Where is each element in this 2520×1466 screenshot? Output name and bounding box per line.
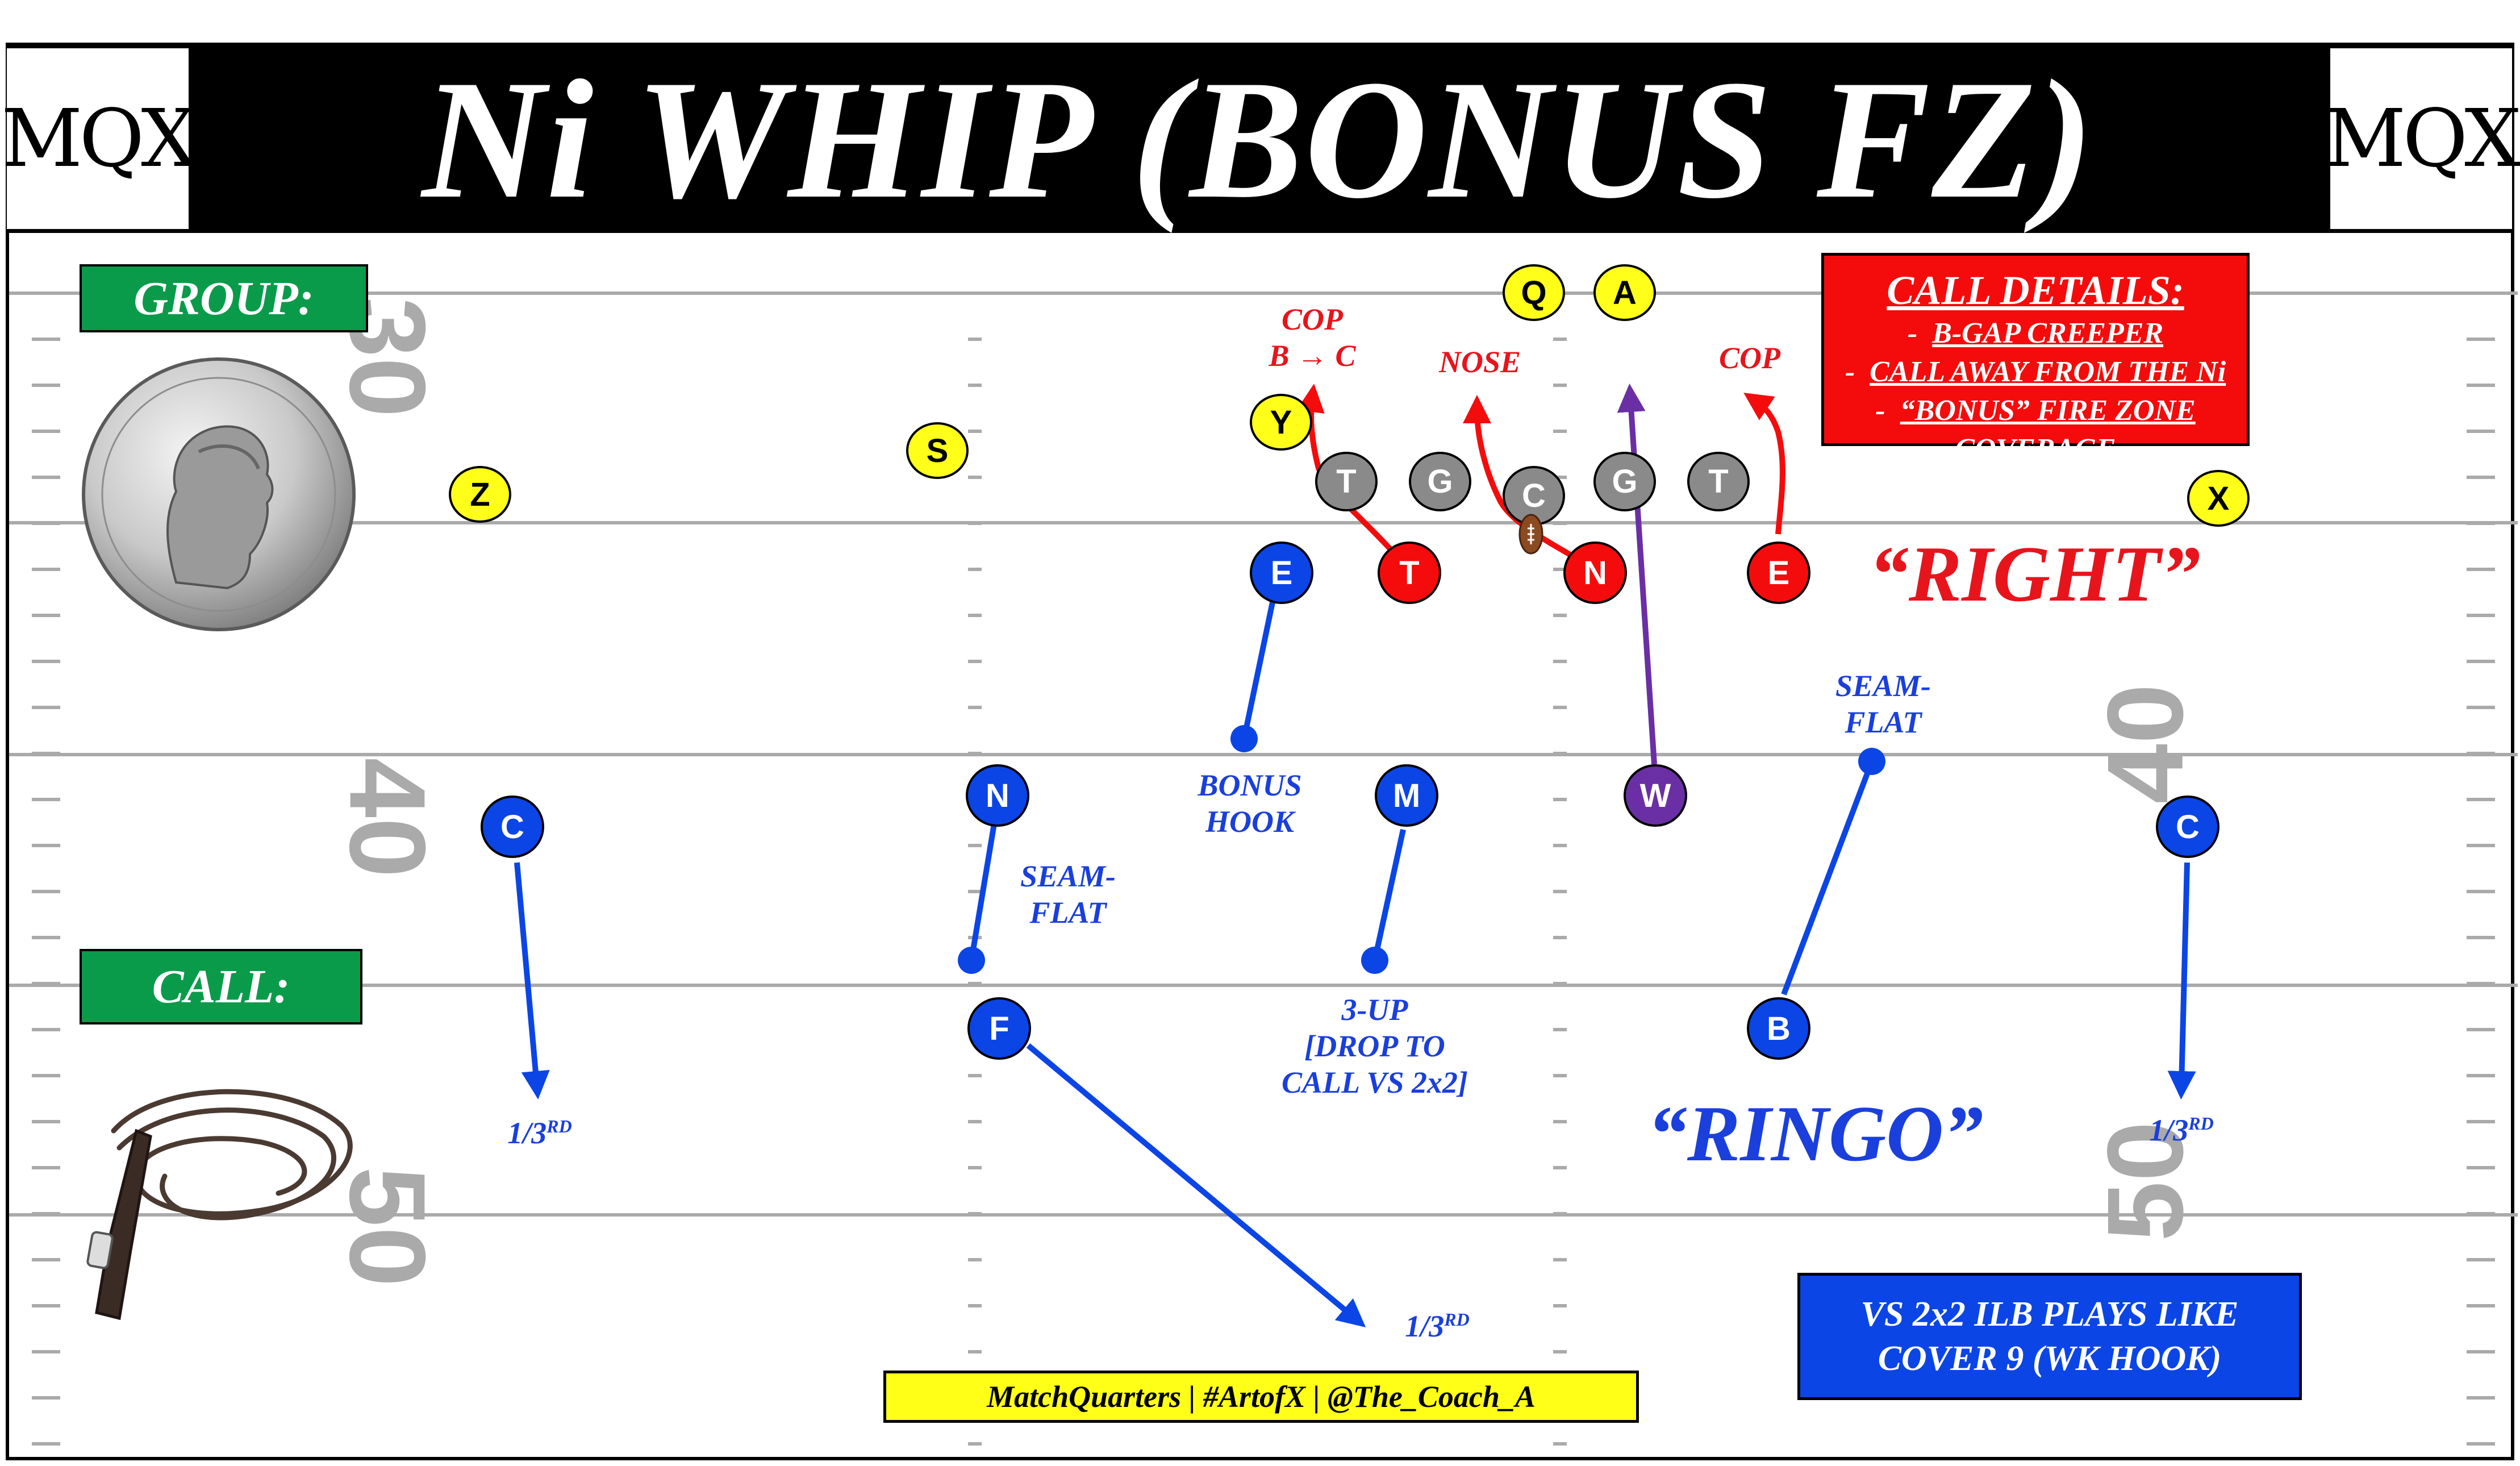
- bonus-hook-assignment: BONUS HOOK: [1176, 767, 1324, 840]
- call-detail-text: “BONUS” FIRE ZONE COVERAGE: [1900, 394, 2196, 465]
- third-suffix: RD: [1444, 1309, 1470, 1330]
- mq-logo-left: MQX: [1, 48, 198, 229]
- end-assignment: COP: [1719, 341, 1780, 375]
- whip-icon: [86, 1089, 353, 1321]
- nickel-assignment-line2: FLAT: [1029, 896, 1107, 930]
- offense-s: S: [906, 422, 969, 479]
- offense-z: Z: [449, 466, 511, 523]
- call-detail-text: B-GAP CREEPER: [1932, 317, 2164, 349]
- corner-left-assignment: 1/3RD: [489, 1108, 591, 1151]
- defense-end-right: E: [1747, 542, 1810, 604]
- mq-logo-right: MQX: [2325, 48, 2520, 229]
- bonus-hook-line2: HOOK: [1205, 805, 1294, 839]
- logo-text-left: MQX: [1, 92, 198, 185]
- defense-tackle: T: [1378, 542, 1441, 604]
- bonus-hook-line1: BONUS: [1198, 768, 1302, 802]
- mike-assignment-line3: CALL VS 2x2]: [1281, 1065, 1468, 1100]
- tackle-assignment-line2: B → C: [1269, 339, 1356, 373]
- free-safety-drop-path: [1026, 1043, 1366, 1328]
- defense-will: W: [1624, 764, 1687, 827]
- mike-assignment-line2: [DROP TO: [1304, 1029, 1445, 1063]
- mike-drop-point: [1361, 947, 1388, 974]
- third-text: 1/3: [507, 1116, 547, 1150]
- coverage-call-label: “RINGO”: [1647, 1090, 1984, 1178]
- call-detail-text: CALL AWAY FROM THE Ni: [1870, 356, 2226, 388]
- nose-assignment: NOSE: [1438, 345, 1521, 379]
- coverage-note-box: VS 2x2 ILB PLAYS LIKE COVER 9 (WK HOOK): [1797, 1273, 2302, 1400]
- defense-nose: N: [1563, 542, 1627, 604]
- call-label: CALL:: [80, 949, 362, 1024]
- mike-assignment: 3-UP [DROP TO CALL VS 2x2]: [1250, 992, 1500, 1101]
- call-details-heading: CALL DETAILS:: [1887, 268, 2184, 313]
- end-drop-point: [1230, 725, 1258, 752]
- nickel-drop-path: [969, 823, 997, 961]
- football-icon: [1518, 514, 1543, 555]
- bullet-dash: -: [1845, 356, 1855, 388]
- corner-right-drop-path: [2167, 862, 2196, 1100]
- buck-assignment-line1: SEAM-: [1835, 669, 1931, 703]
- call-detail-item: - “BONUS” FIRE ZONE COVERAGE: [1824, 392, 2247, 469]
- defense-free-safety: F: [967, 997, 1031, 1060]
- defense-corner-right: C: [2156, 796, 2219, 858]
- note-line-1: VS 2x2 ILB PLAYS LIKE: [1860, 1295, 2239, 1334]
- offense-y: Y: [1250, 394, 1312, 451]
- note-line-2: COVER 9 (WK HOOK): [1878, 1339, 2222, 1378]
- credit-banner: MatchQuarters | #ArtofX | @The_Coach_A: [883, 1371, 1639, 1423]
- end-drop-path: [1241, 601, 1275, 740]
- corner-left-drop-path: [514, 862, 550, 1100]
- offense-x: X: [2187, 470, 2250, 527]
- strength-call-label: “RIGHT”: [1869, 530, 2201, 618]
- call-details-box: CALL DETAILS: - B-GAP CREEPER - CALL AWA…: [1821, 253, 2250, 465]
- nickel-drop-point: [958, 947, 985, 974]
- nickel-assignment-line1: SEAM-: [1020, 859, 1116, 893]
- bullet-dash: -: [1907, 317, 1918, 349]
- defense-end-left: E: [1250, 542, 1313, 604]
- nickel-coin-icon: [82, 357, 356, 631]
- buck-drop-path: [1781, 760, 1875, 996]
- logo-text-right: MQX: [2325, 92, 2520, 185]
- call-detail-item: - B-GAP CREEPER: [1824, 314, 2247, 353]
- defense-nickel: N: [966, 764, 1029, 827]
- offense-back: A: [1593, 264, 1656, 321]
- defense-buck: B: [1747, 997, 1810, 1060]
- third-suffix: RD: [546, 1116, 572, 1136]
- oline-tackle-left: T: [1315, 452, 1378, 511]
- mike-assignment-line1: 3-UP: [1341, 993, 1408, 1027]
- free-safety-assignment: 1/3RD: [1386, 1301, 1488, 1344]
- oline-guard-left: G: [1409, 452, 1471, 511]
- offense-qb: Q: [1503, 264, 1565, 321]
- bullet-dash: -: [1875, 394, 1885, 427]
- buck-assignment: SEAM- FLAT: [1815, 668, 1951, 740]
- nose-rush-path: [1463, 395, 1595, 571]
- buck-assignment-line2: FLAT: [1845, 705, 1922, 739]
- mike-drop-path: [1372, 828, 1406, 961]
- end-rush-path: [1743, 393, 1785, 535]
- defense-corner-left: C: [481, 796, 544, 858]
- nickel-assignment: SEAM- FLAT: [1000, 858, 1136, 931]
- group-label: GROUP:: [80, 264, 368, 332]
- tackle-assignment: COP B → C: [1264, 301, 1361, 374]
- corner-right-assignment: 1/3RD: [2130, 1105, 2233, 1148]
- call-detail-item: - CALL AWAY FROM THE Ni: [1824, 353, 2247, 392]
- third-text: 1/3: [2149, 1113, 2189, 1147]
- oline-tackle-right: T: [1687, 452, 1750, 511]
- header-bar: [6, 43, 2514, 233]
- buck-drop-point: [1858, 748, 1885, 775]
- tackle-assignment-line1: COP: [1282, 302, 1343, 336]
- defense-mike: M: [1375, 764, 1438, 827]
- page-title: Ni WHIP (BONUS FZ): [422, 44, 2095, 234]
- oline-guard-right: G: [1593, 452, 1656, 511]
- third-suffix: RD: [2188, 1113, 2214, 1134]
- third-text: 1/3: [1405, 1309, 1445, 1343]
